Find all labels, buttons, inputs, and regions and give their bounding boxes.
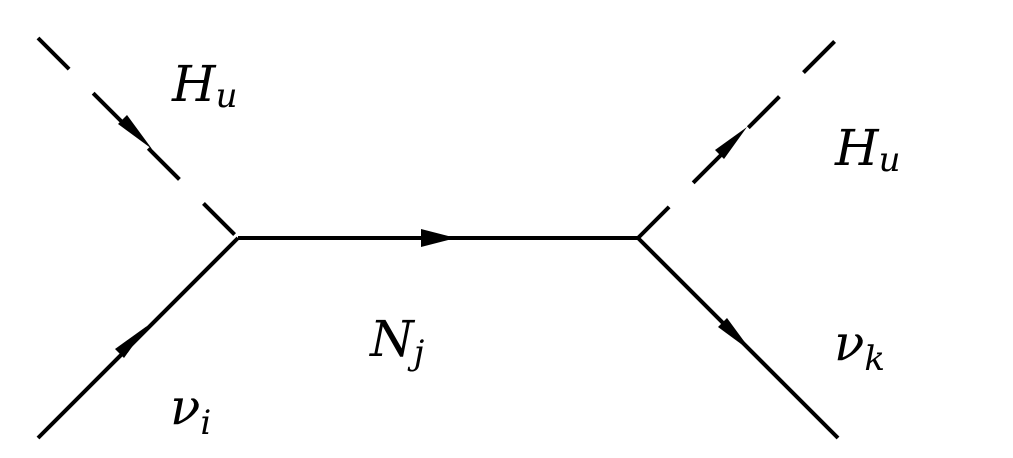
outgoing-neutrino-subscript: k — [864, 339, 885, 379]
incoming-higgs-symbol: H — [171, 55, 217, 113]
incoming-neutrino-arrow — [115, 326, 147, 358]
propagator-arrow — [421, 229, 456, 247]
incoming-higgs-label: Hu — [171, 55, 238, 116]
incoming-higgs-line — [36, 36, 240, 240]
propagator-label: Nj — [369, 310, 425, 373]
outgoing-higgs-arrow — [715, 127, 747, 159]
propagator-symbol: N — [369, 310, 416, 368]
incoming-neutrino-symbol: ν — [170, 378, 200, 436]
incoming-neutrino-subscript: i — [200, 403, 211, 443]
outgoing-higgs-line — [636, 36, 840, 240]
outgoing-neutrino-arrow — [718, 318, 752, 352]
incoming-higgs-subscript: u — [216, 76, 238, 116]
incoming-neutrino-label: νi — [170, 378, 211, 443]
outgoing-higgs-label: Hu — [834, 119, 901, 180]
outgoing-higgs-subscript: u — [879, 140, 901, 180]
outgoing-neutrino-label: νk — [834, 314, 885, 379]
outgoing-neutrino-symbol: ν — [834, 314, 864, 372]
outgoing-higgs-symbol: H — [834, 119, 880, 177]
incoming-higgs-arrow — [118, 115, 152, 149]
